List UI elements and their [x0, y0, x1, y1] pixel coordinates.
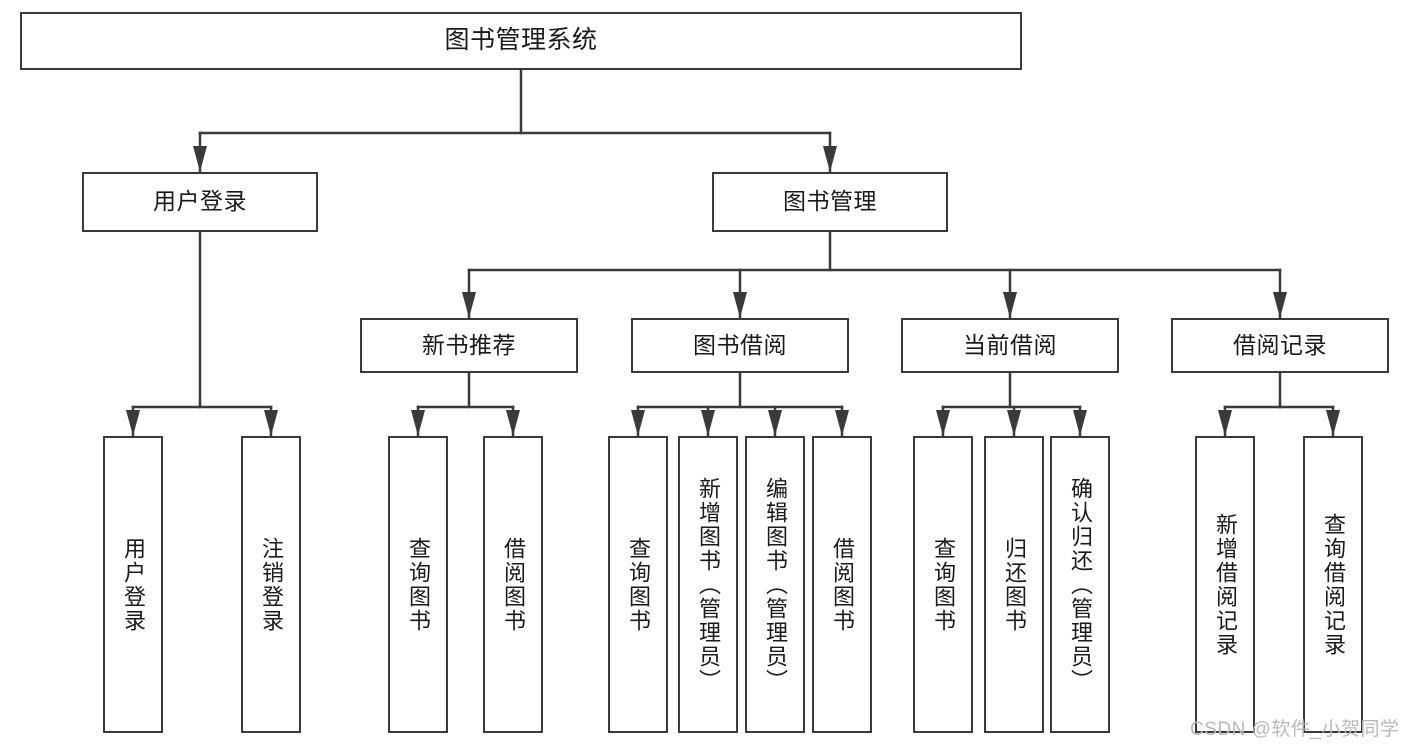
node-newbook[interactable]: 新书推荐 [360, 318, 578, 373]
node-leaf-query-b[interactable]: 查询图书 [608, 436, 668, 733]
node-label: 查询图书 [406, 536, 431, 633]
arrowhead-icon [768, 410, 782, 436]
node-label: 新书推荐 [422, 331, 516, 358]
node-label: 用户登录 [153, 188, 247, 215]
node-label: 图书管理 [783, 188, 877, 215]
node-leaf-query-c[interactable]: 查询图书 [913, 436, 973, 733]
node-label: 借阅记录 [1233, 331, 1327, 358]
node-leaf-borrow-new[interactable]: 借阅图书 [483, 436, 543, 733]
node-root[interactable]: 图书管理系统 [20, 12, 1022, 70]
arrowhead-icon [1326, 410, 1340, 436]
node-borrow[interactable]: 图书借阅 [631, 318, 849, 373]
node-label: 归还图书 [1002, 536, 1027, 633]
csdn-watermark: CSDN @软件_小贺同学 [1190, 719, 1400, 740]
arrowhead-icon [193, 146, 207, 172]
node-leaf-query-record[interactable]: 查询借阅记录 [1303, 436, 1363, 733]
node-leaf-borrow-book[interactable]: 借阅图书 [812, 436, 872, 733]
node-leaf-confirm[interactable]: 确认归还（管理员） [1050, 436, 1110, 733]
arrowhead-icon [701, 410, 715, 436]
node-label: 图书管理系统 [444, 26, 598, 55]
node-leaf-edit-book[interactable]: 编辑图书（管理员） [745, 436, 805, 733]
node-label: 新增借阅记录 [1213, 512, 1238, 657]
node-bookmgmt[interactable]: 图书管理 [712, 172, 948, 232]
node-label: 借阅图书 [830, 536, 855, 633]
node-label: 图书借阅 [693, 331, 787, 358]
arrowhead-icon [1073, 410, 1087, 436]
node-leaf-add-book[interactable]: 新增图书（管理员） [678, 436, 738, 733]
node-label: 查询图书 [931, 536, 956, 633]
arrowhead-icon [823, 146, 837, 172]
node-label: 编辑图书（管理员） [763, 476, 788, 693]
arrowhead-icon [462, 292, 476, 318]
arrowhead-icon [126, 410, 140, 436]
arrowhead-icon [631, 410, 645, 436]
node-leaf-login[interactable]: 用户登录 [103, 436, 163, 733]
arrowhead-icon [1007, 410, 1021, 436]
node-leaf-add-record[interactable]: 新增借阅记录 [1195, 436, 1255, 733]
node-label: 新增图书（管理员） [696, 476, 721, 693]
arrowhead-icon [1218, 410, 1232, 436]
node-current[interactable]: 当前借阅 [901, 318, 1119, 373]
node-leaf-query-new[interactable]: 查询图书 [388, 436, 448, 733]
arrowhead-icon [411, 410, 425, 436]
node-label: 当前借阅 [963, 331, 1057, 358]
node-label: 借阅图书 [501, 536, 526, 633]
arrowhead-icon [733, 292, 747, 318]
node-label: 注销登录 [259, 536, 284, 633]
node-login[interactable]: 用户登录 [82, 172, 318, 232]
arrowhead-icon [506, 410, 520, 436]
arrowhead-icon [936, 410, 950, 436]
node-records[interactable]: 借阅记录 [1171, 318, 1389, 373]
arrowhead-icon [835, 410, 849, 436]
node-leaf-return[interactable]: 归还图书 [984, 436, 1044, 733]
node-label: 查询图书 [626, 536, 651, 633]
arrowhead-icon [1273, 292, 1287, 318]
node-leaf-logout[interactable]: 注销登录 [241, 436, 301, 733]
node-label: 用户登录 [121, 536, 146, 633]
arrowhead-icon [1003, 292, 1017, 318]
arrowhead-icon [264, 410, 278, 436]
node-label: 确认归还（管理员） [1068, 476, 1093, 693]
node-label: 查询借阅记录 [1321, 512, 1346, 657]
